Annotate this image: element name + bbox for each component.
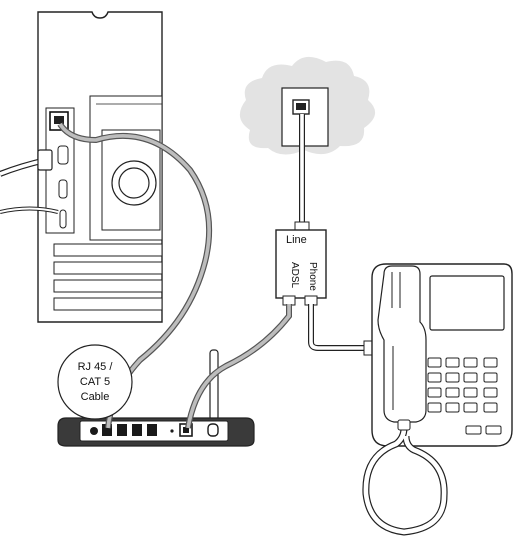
- cable-label-line2: CAT 5: [80, 376, 110, 388]
- cable-label-badge: RJ 45 / CAT 5 Cable: [57, 344, 133, 420]
- cable-label-line3: Cable: [81, 391, 110, 403]
- adsl-cable-router: [185, 304, 292, 429]
- splitter-adsl-label: ADSL: [289, 262, 300, 289]
- cable-label-line1: RJ 45 /: [78, 361, 114, 373]
- telephone-icon: [362, 263, 513, 536]
- monitor-cable: [0, 206, 59, 214]
- ethernet-cable-computer-router: [57, 122, 213, 429]
- phone-cable: [308, 304, 373, 356]
- splitter-phone-label: Phone: [307, 262, 318, 291]
- telephone-keypad: [427, 357, 502, 435]
- adsl-splitter-icon: Line ADSL Phone: [275, 221, 327, 306]
- power-cable: [0, 149, 53, 177]
- splitter-line-label: Line: [286, 234, 307, 246]
- computer-tower-icon: [37, 11, 163, 323]
